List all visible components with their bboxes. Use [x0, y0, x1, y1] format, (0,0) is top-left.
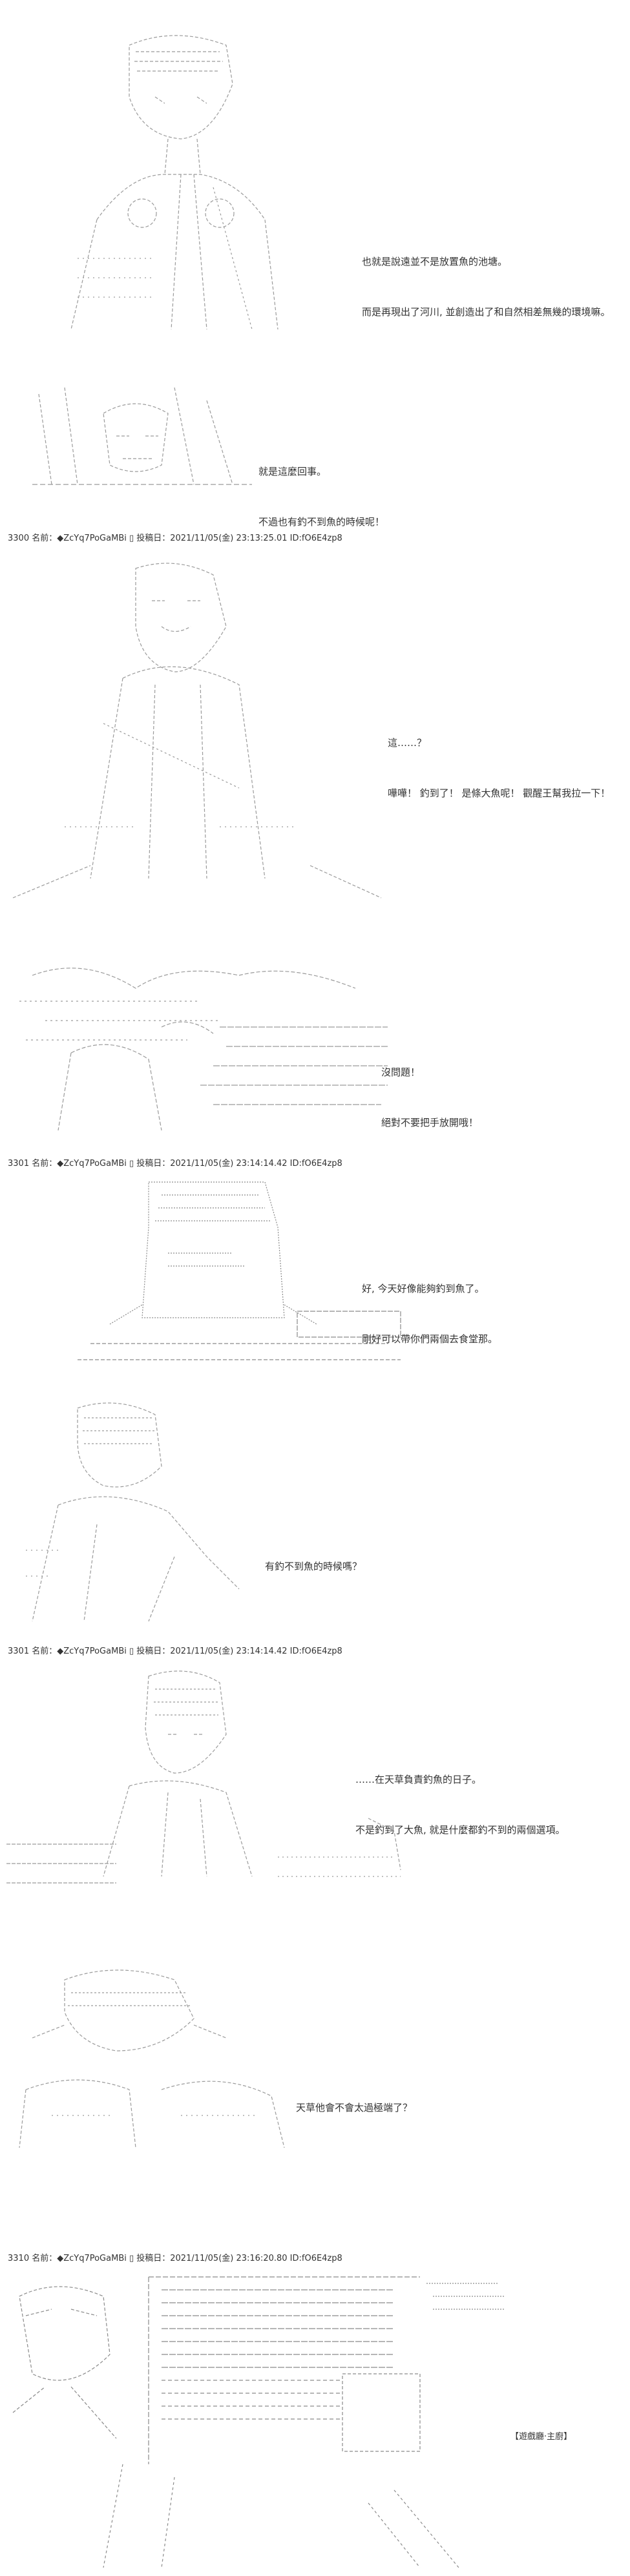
ascii-art-arcade-scene	[6, 2270, 627, 2574]
ascii-art-figure-fishing	[6, 556, 394, 904]
post-header: 3300 名前：◆ZcYq7PoGaMBi ▯ 投稿日：2021/11/05(金…	[8, 534, 342, 543]
ascii-art-figure-seated	[26, 375, 265, 504]
dialogue-line: 絕對不要把手放開哦！	[381, 1117, 479, 1128]
ascii-art-splash-scene	[6, 950, 394, 1137]
dialogue-line: 這……？	[388, 737, 427, 749]
post-header: 3301 名前：◆ZcYq7PoGaMBi ▯ 投稿日：2021/11/05(金…	[8, 1646, 342, 1656]
dialogue-line: ……在天草負責釣魚的日子。	[355, 1774, 482, 1785]
ascii-art-dark-figure-counter	[52, 1176, 414, 1369]
dialogue-block: 好, 今天好像能夠釣到魚了。 剛好可以帶你們兩個去食堂那。	[362, 1247, 498, 1381]
dialogue-block: 沒問題！ 絕對不要把手放開哦！	[381, 1030, 478, 1165]
ascii-art-two-figures	[13, 1960, 291, 2154]
dialogue-line: 天草他會不會太過極端了？	[296, 2102, 413, 2114]
ascii-art-figure-standing	[58, 26, 330, 329]
dialogue-line: 好, 今天好像能夠釣到魚了。	[362, 1283, 485, 1294]
dialogue-block: 這……？ 嘩嘩！ 釣到了！ 是條大魚呢！ 觀醒王幫我拉一下！	[388, 701, 610, 835]
dialogue-line: 剛好可以帶你們兩個去食堂那。	[362, 1333, 498, 1345]
dialogue-line: 有釣不到魚的時候嗎？	[265, 1561, 362, 1572]
post-header: 3310 名前：◆ZcYq7PoGaMBi ▯ 投稿日：2021/11/05(金…	[8, 2254, 342, 2263]
dialogue-line: 就是這麼回事。	[258, 466, 327, 477]
scene-location-tag: 【遊戲廳‧主廚】	[510, 2432, 572, 2442]
ascii-art-figure-kneeling	[6, 1663, 407, 1922]
post-header: 3301 名前：◆ZcYq7PoGaMBi ▯ 投稿日：2021/11/05(金…	[8, 1159, 342, 1169]
dialogue-block: 就是這麼回事。 不過也有釣不到魚的時候呢！	[258, 430, 384, 564]
dialogue-block: 有釣不到魚的時候嗎？	[265, 1524, 362, 1608]
dialogue-block: ……在天草負責釣魚的日子。 不是釣到了大魚, 就是什麼都釣不到的兩個選項。	[355, 1738, 565, 1872]
ascii-art-figure-back-view	[19, 1395, 265, 1628]
dialogue-block: 天草他會不會太過極端了？	[296, 2066, 412, 2150]
dialogue-line: 也就是說遠並不是放置魚的池塘。	[362, 256, 508, 267]
dialogue-line: 嘩嘩！ 釣到了！ 是條大魚呢！ 觀醒王幫我拉一下！	[388, 787, 611, 799]
dialogue-block: 也就是說遠並不是放置魚的池塘。 而是再現出了河川, 並創造出了和自然相差無幾的環…	[362, 220, 611, 354]
dialogue-line: 沒問題！	[381, 1066, 421, 1078]
dialogue-line: 不是釣到了大魚, 就是什麼都釣不到的兩個選項。	[355, 1824, 565, 1836]
dialogue-line: 而是再現出了河川, 並創造出了和自然相差無幾的環境嘛。	[362, 306, 611, 318]
dialogue-line: 不過也有釣不到魚的時候呢！	[258, 516, 385, 528]
